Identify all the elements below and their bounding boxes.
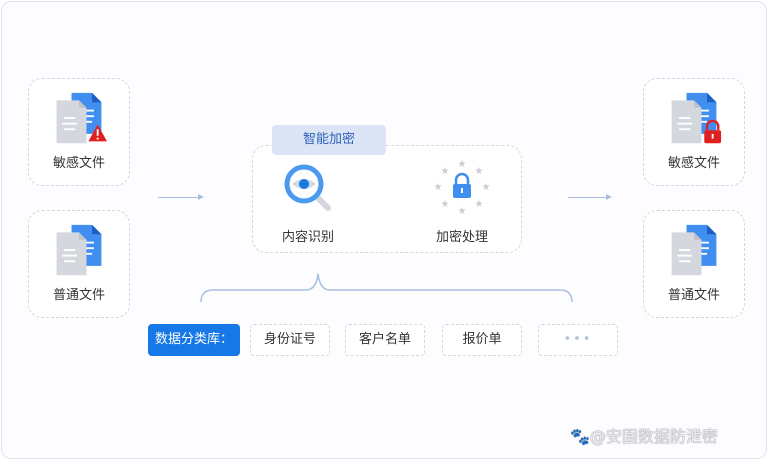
file-label: 普通文件 xyxy=(667,288,720,303)
library-item: 身份证号 xyxy=(250,324,330,356)
sensitive-file-output: 敏感文件 xyxy=(643,78,745,186)
paw-icon: 🐾 xyxy=(570,427,590,446)
file-label: 普通文件 xyxy=(52,288,105,303)
arrow-right xyxy=(158,194,204,200)
svg-text:★: ★ xyxy=(434,182,443,193)
svg-text:★: ★ xyxy=(482,182,491,193)
file-label: 敏感文件 xyxy=(667,156,720,171)
arrow-right xyxy=(568,194,612,200)
magnifier-eye-icon xyxy=(284,164,331,211)
sensitive-file-lock-icon xyxy=(671,92,722,144)
file-icon xyxy=(56,224,102,276)
library-more: ••• xyxy=(538,324,618,356)
panel-title: 智能加密 xyxy=(272,125,386,155)
svg-text:★: ★ xyxy=(441,166,450,177)
svg-text:★: ★ xyxy=(475,199,484,210)
file-icon xyxy=(671,224,717,276)
normal-file-output: 普通文件 xyxy=(643,210,745,318)
watermark: 🐾@安固数据防泄密 xyxy=(570,423,718,447)
library-item: 客户名单 xyxy=(345,324,425,356)
file-label: 敏感文件 xyxy=(52,156,105,171)
step-label: 加密处理 xyxy=(435,230,488,245)
sensitive-file-warning-icon xyxy=(56,92,107,144)
library-item: 报价单 xyxy=(442,324,522,356)
step-label: 内容识别 xyxy=(281,230,334,245)
sensitive-file-input: 敏感文件 xyxy=(28,78,130,186)
normal-file-input: 普通文件 xyxy=(28,210,130,318)
svg-text:★: ★ xyxy=(458,206,467,217)
brace xyxy=(200,273,573,303)
lock-stars-icon: ★ ★ ★ ★ ★ ★ ★ ★ xyxy=(434,159,491,217)
svg-text:★: ★ xyxy=(441,199,450,210)
svg-text:★: ★ xyxy=(458,159,467,170)
svg-text:★: ★ xyxy=(475,166,484,177)
watermark-text: @安固数据防泄密 xyxy=(589,427,718,446)
data-library-label: 数据分类库： xyxy=(148,324,240,356)
